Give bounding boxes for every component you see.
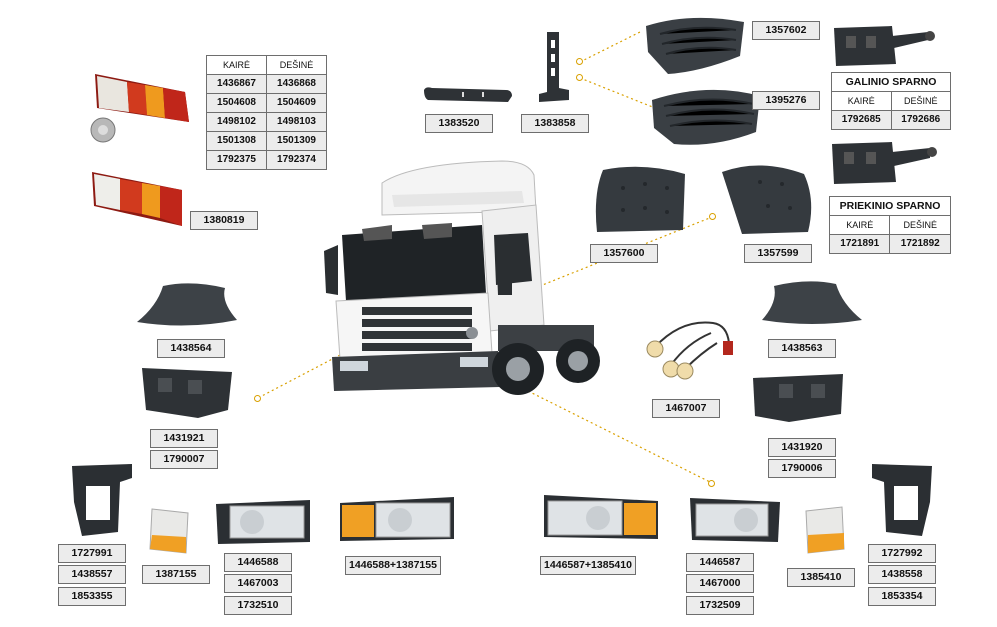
headlamp-frame-left-image	[68, 462, 136, 538]
leader-dot	[709, 213, 716, 220]
fender-1357600-image	[595, 164, 691, 236]
part-label-1467007: 1467007	[652, 399, 720, 418]
fender-1357599-image	[720, 160, 812, 236]
part-label-1385410: 1385410	[787, 568, 855, 587]
part-label-left-bracket-2: 1790007	[150, 450, 218, 469]
indicator-1385410-image	[800, 503, 848, 557]
mud-flap-holder-1383858-image	[535, 30, 571, 106]
galinio-sparno-table: GALINIO SPARNO KAIRĖ DEŠINĖ 1792685 1792…	[831, 72, 951, 130]
lamp-bracket-right-image	[749, 370, 847, 424]
part-label-right-frame-2: 1438558	[868, 565, 936, 584]
part-label-left-frame-3: 1853355	[58, 587, 126, 606]
table-title: PRIEKINIO SPARNO	[829, 196, 951, 216]
part-number: 1436868	[266, 74, 327, 94]
truck-image	[322, 155, 602, 410]
lamp-bracket-left-image	[138, 364, 236, 420]
corner-cap-1438563-image	[758, 280, 866, 326]
part-number: 1501308	[206, 131, 267, 151]
part-number: 1721892	[889, 234, 951, 254]
fender-bracket-front-image	[830, 138, 942, 190]
part-label-1383520: 1383520	[425, 114, 493, 133]
headlamp-right-image	[686, 496, 784, 546]
priekinio-sparno-table: PRIEKINIO SPARNO KAIRĖ DEŠINĖ 1721891 17…	[828, 196, 951, 254]
tail-lamp-1380819-image	[90, 168, 186, 234]
part-number: 1792685	[831, 110, 892, 130]
part-label-left-bracket-1: 1431921	[150, 429, 218, 448]
part-label-left-frame-2: 1438557	[58, 565, 126, 584]
column-header-kaire: KAIRĖ	[831, 91, 892, 111]
part-number: 1498102	[206, 112, 267, 132]
leader-dot	[708, 480, 715, 487]
part-label-right-frame-1: 1727992	[868, 544, 936, 563]
part-label-1387155: 1387155	[142, 565, 210, 584]
column-header-kaire: KAIRĖ	[206, 55, 267, 75]
tail-lamp-image	[85, 68, 195, 148]
fender-1357602-image	[640, 12, 750, 76]
part-label-left-headlamp-3: 1732510	[224, 596, 292, 615]
headlamp-combo-left-image	[338, 495, 458, 545]
part-label-left-frame-1: 1727991	[58, 544, 126, 563]
part-label-right-bracket-2: 1790006	[768, 459, 836, 478]
part-label-1395276: 1395276	[752, 91, 820, 110]
part-number: 1498103	[266, 112, 327, 132]
part-number: 1792375	[206, 150, 267, 170]
part-label-left-combo: 1446588+1387155	[345, 556, 441, 575]
part-label-1383858: 1383858	[521, 114, 589, 133]
part-label-right-frame-3: 1853354	[868, 587, 936, 606]
fender-1395276-image	[648, 80, 766, 148]
part-label-right-headlamp-1: 1446587	[686, 553, 754, 572]
leader-dot	[576, 74, 583, 81]
part-number: 1792686	[890, 110, 951, 130]
part-label-right-bracket-1: 1431920	[768, 438, 836, 457]
part-label-1438563: 1438563	[768, 339, 836, 358]
part-label-1357602: 1357602	[752, 21, 820, 40]
part-label-right-headlamp-3: 1732509	[686, 596, 754, 615]
column-header-desine: DEŠINĖ	[889, 215, 951, 235]
part-number: 1504609	[266, 93, 327, 113]
column-header-desine: DEŠINĖ	[266, 55, 327, 75]
part-number: 1504608	[206, 93, 267, 113]
indicator-1387155-image	[146, 505, 194, 557]
corner-cap-1438564-image	[133, 282, 241, 328]
part-label-1380819: 1380819	[190, 211, 258, 230]
column-header-kaire: KAIRĖ	[828, 215, 891, 235]
headlamp-combo-right-image	[540, 493, 660, 543]
part-number: 1721891	[828, 234, 891, 254]
part-label-left-headlamp-2: 1467003	[224, 574, 292, 593]
part-number: 1501309	[266, 131, 327, 151]
column-header-desine: DEŠINĖ	[890, 91, 951, 111]
part-label-left-headlamp-1: 1446588	[224, 553, 292, 572]
fender-bracket-rear-image	[832, 20, 942, 72]
part-label-1438564: 1438564	[157, 339, 225, 358]
part-label-right-headlamp-2: 1467000	[686, 574, 754, 593]
table-title: GALINIO SPARNO	[831, 72, 951, 92]
headlamp-frame-right-image	[868, 462, 936, 538]
part-label-right-combo: 1446587+1385410	[540, 556, 636, 575]
part-label-1357600: 1357600	[590, 244, 658, 263]
wiring-harness-1467007-image	[641, 313, 737, 385]
leader-dot	[254, 395, 261, 402]
leader-dot	[576, 58, 583, 65]
part-label-1357599: 1357599	[744, 244, 812, 263]
bracket-1383520-image	[422, 84, 514, 106]
headlamp-left-image	[212, 498, 314, 548]
part-number: 1792374	[266, 150, 327, 170]
part-number: 1436867	[206, 74, 267, 94]
